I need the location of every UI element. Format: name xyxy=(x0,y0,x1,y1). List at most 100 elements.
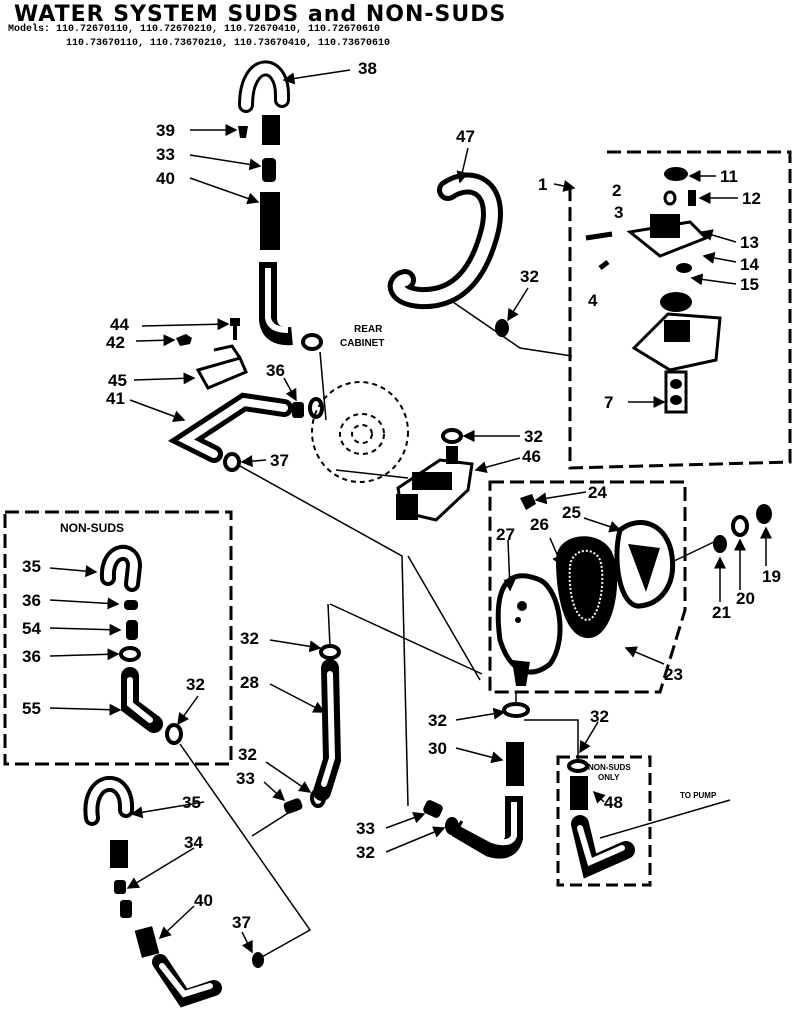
part-37b-label: 37 xyxy=(232,913,251,932)
hose-30 xyxy=(506,742,524,786)
filter-assembly-box xyxy=(488,480,687,694)
clamp-39 xyxy=(238,126,248,138)
part-32h-label: 32 xyxy=(186,675,205,694)
gasket-32-upper xyxy=(301,333,323,351)
washer-21 xyxy=(713,535,727,553)
part-36a-label: 36 xyxy=(266,361,285,380)
bracket-45 xyxy=(195,344,248,390)
part-45-label: 45 xyxy=(108,371,127,390)
gasket-37-lower xyxy=(252,952,264,968)
gasket-32-lower xyxy=(445,817,459,835)
part-40a-label: 40 xyxy=(156,169,175,188)
part-40b-label: 40 xyxy=(194,891,213,910)
part-7-label: 7 xyxy=(604,393,613,412)
part-34-label: 34 xyxy=(184,833,203,852)
part-12-label: 12 xyxy=(742,189,761,208)
hose-35-lower xyxy=(83,776,134,826)
clip-24 xyxy=(520,494,536,510)
screen-26 xyxy=(556,536,618,639)
part-15-label: 15 xyxy=(740,275,759,294)
hose-41 xyxy=(167,392,293,463)
part-48-label: 48 xyxy=(604,793,623,812)
part-19-label: 19 xyxy=(762,567,781,586)
part-35a-label: 35 xyxy=(22,557,41,576)
connection-lines xyxy=(179,299,731,959)
part-33c-label: 33 xyxy=(356,819,375,838)
part-44-label: 44 xyxy=(110,315,129,334)
part-46-label: 46 xyxy=(522,447,541,466)
part-36b-label: 36 xyxy=(22,591,41,610)
part-27-label: 27 xyxy=(496,525,515,544)
gasket-37-upper xyxy=(223,452,241,472)
part-33a-label: 33 xyxy=(156,145,175,164)
gasket-36-nonsuds-b xyxy=(119,646,141,662)
part-47-label: 47 xyxy=(456,127,475,146)
non-suds-only-label-2: ONLY xyxy=(598,773,620,782)
hose-55 xyxy=(121,667,163,733)
part-35b-label: 35 xyxy=(182,793,201,812)
hose-38 xyxy=(238,60,290,145)
connector-33 xyxy=(262,158,276,182)
cover-25 xyxy=(614,520,676,609)
part-number-labels: 38 39 33 40 47 1 2 3 4 11 12 13 14 15 7 … xyxy=(22,59,781,932)
connector-34b xyxy=(120,900,132,918)
part-24-label: 24 xyxy=(588,483,607,502)
part-21-label: 21 xyxy=(712,603,731,622)
gasket-36-nonsuds-a xyxy=(124,600,138,610)
part-28-label: 28 xyxy=(240,673,259,692)
non-suds-only-box xyxy=(556,755,652,887)
part-33b-label: 33 xyxy=(236,769,255,788)
part-2-label: 2 xyxy=(612,181,621,200)
models-line-1: Models: 110.72670110, 110.72670210, 110.… xyxy=(8,24,381,35)
part-36c-label: 36 xyxy=(22,647,41,666)
filter-27 xyxy=(495,573,563,686)
part-26-label: 26 xyxy=(530,515,549,534)
gasket-36-a xyxy=(292,402,304,418)
gasket-36-b xyxy=(308,397,324,419)
valve-46 xyxy=(396,428,474,522)
hose-35-nonsuds xyxy=(100,544,143,592)
hose-40-elbow xyxy=(152,954,222,1008)
part-11-label: 11 xyxy=(720,167,738,186)
part-54-label: 54 xyxy=(22,619,41,638)
connector-34 xyxy=(114,880,126,894)
non-suds-box xyxy=(3,510,233,766)
part-37a-label: 37 xyxy=(270,451,289,470)
rear-cabinet-label-2: CABINET xyxy=(340,338,384,349)
part-20-label: 20 xyxy=(736,589,755,608)
to-pump-label: TO PUMP xyxy=(680,791,717,800)
part-23-label: 23 xyxy=(664,665,683,684)
gasket-32-nonsuds xyxy=(165,723,183,745)
hose-47 xyxy=(387,172,503,310)
gasket-32-right xyxy=(495,319,509,337)
part-38-label: 38 xyxy=(358,59,377,78)
washer-20 xyxy=(731,515,749,537)
hose-28 xyxy=(313,659,342,801)
gasket-32-28 xyxy=(319,644,341,660)
part-30-label: 30 xyxy=(428,739,447,758)
pump-valve-box xyxy=(568,150,792,470)
hose-48 xyxy=(570,776,588,810)
models-line-2: 110.73670110, 110.73670210, 110.73670410… xyxy=(66,38,391,49)
non-suds-only-label-1: NON-SUDS xyxy=(588,763,631,772)
part-32e-label: 32 xyxy=(428,711,447,730)
gasket-32-mid xyxy=(310,788,326,808)
screw-44 xyxy=(230,318,240,340)
part-4-label: 4 xyxy=(588,291,598,310)
rear-cabinet-label-1: REAR xyxy=(354,324,383,335)
part-14-label: 14 xyxy=(740,255,759,274)
part-55-label: 55 xyxy=(22,699,41,718)
part-25-label: 25 xyxy=(562,503,581,522)
screw-42 xyxy=(176,334,192,346)
part-3-label: 3 xyxy=(614,203,623,222)
pump-assembly-1 xyxy=(585,167,722,414)
part-1-label: 1 xyxy=(538,175,547,194)
rear-cabinet xyxy=(311,381,409,483)
hose-segment-35 xyxy=(110,840,128,868)
part-42-label: 42 xyxy=(106,333,125,352)
non-suds-box-label: NON-SUDS xyxy=(60,521,124,535)
part-32f-label: 32 xyxy=(356,843,375,862)
hose-40 xyxy=(260,192,280,250)
